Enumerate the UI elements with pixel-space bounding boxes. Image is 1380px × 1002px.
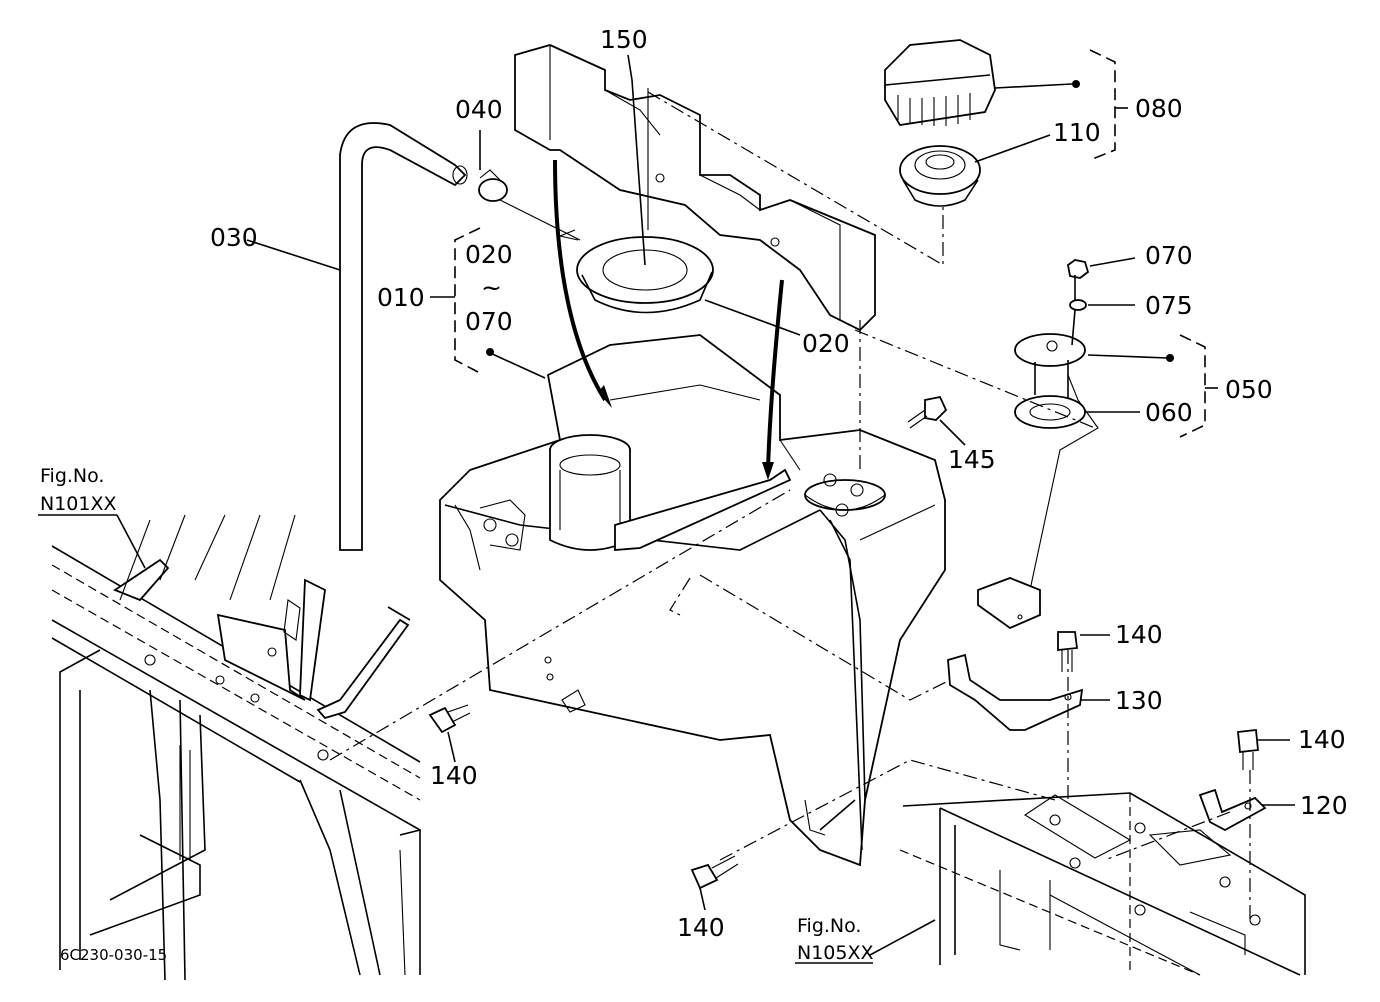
label-110: 110 — [1053, 118, 1101, 147]
fig-ref-bottom-line1: Fig.No. — [797, 915, 861, 937]
label-080: 080 — [1135, 94, 1183, 123]
label-140-d: 140 — [677, 913, 725, 942]
label-070-range: 070 — [465, 307, 513, 336]
label-tilde: ~ — [481, 273, 502, 302]
part-140-bolt-d — [690, 855, 739, 890]
part-145-bolt — [907, 395, 948, 429]
label-120: 120 — [1300, 791, 1348, 820]
label-050: 050 — [1225, 375, 1273, 404]
fig-ref-left-line1: Fig.No. — [40, 465, 104, 487]
label-060: 060 — [1145, 398, 1193, 427]
part-040-hose-clamp — [478, 169, 508, 202]
part-140-bolt-a — [1057, 631, 1079, 672]
assembly-bracket-050 — [1179, 334, 1218, 438]
label-140-a: 140 — [1115, 620, 1163, 649]
ref-dot-080 — [1072, 80, 1080, 88]
part-labels: 150 040 030 020 ~ 070 010 020 080 110 07… — [38, 25, 1348, 964]
part-020-filler-neck — [558, 229, 714, 314]
part-120-bracket — [1198, 788, 1267, 832]
part-030-filler-hose — [339, 122, 468, 551]
label-010: 010 — [377, 283, 425, 312]
fig-ref-left-line2: N101XX — [40, 493, 117, 515]
ref-dot-010 — [486, 348, 494, 356]
fig-ref-bottom-line2: N105XX — [797, 942, 874, 964]
label-140-b: 140 — [1298, 725, 1346, 754]
label-070: 070 — [1145, 241, 1193, 270]
part-050-fuel-sender — [977, 333, 1099, 630]
right-frame-assembly — [899, 792, 1306, 976]
label-140-c: 140 — [430, 761, 478, 790]
part-130-bracket — [947, 653, 1084, 731]
diagram-code: 6C230-030-15 — [60, 946, 167, 964]
part-060-gasket — [1014, 395, 1086, 429]
label-020-range: 020 — [465, 240, 513, 269]
label-030: 030 — [210, 223, 258, 252]
left-frame-assembly — [51, 514, 421, 981]
label-075: 075 — [1145, 291, 1193, 320]
label-020: 020 — [802, 329, 850, 358]
part-140-bolt-c — [428, 704, 471, 734]
label-150: 150 — [600, 25, 648, 54]
part-140-bolt-b — [1237, 729, 1259, 770]
part-150-insulator — [514, 44, 876, 332]
label-130: 130 — [1115, 686, 1163, 715]
part-080-fuel-cap — [884, 39, 996, 126]
part-110-gasket — [899, 145, 981, 207]
part-070-nut — [1067, 259, 1090, 279]
leader-lines — [116, 54, 1295, 956]
assembly-bracket-080 — [1089, 49, 1128, 161]
part-075-washer — [1069, 299, 1087, 311]
ref-dot-050 — [1166, 354, 1174, 362]
label-040: 040 — [455, 95, 503, 124]
fuel-tank — [439, 334, 946, 867]
label-145: 145 — [948, 445, 996, 474]
